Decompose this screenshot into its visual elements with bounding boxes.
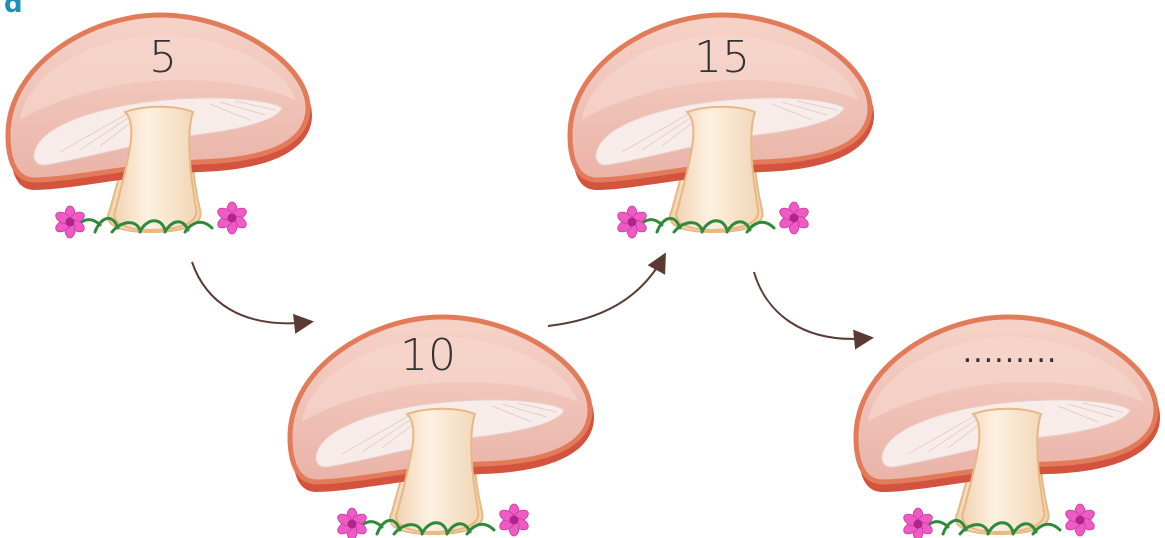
mushroom-2-value: 10 — [400, 330, 456, 381]
arrow-1 — [192, 262, 310, 323]
mushroom-4-blank: ......... — [963, 335, 1058, 370]
mushroom-3-value: 15 — [694, 32, 750, 83]
mushroom-1: 5 — [8, 15, 312, 238]
arrow-3 — [754, 272, 870, 339]
mushroom-2: 10 — [290, 317, 594, 538]
mushroom-3: 15 — [570, 15, 874, 238]
mushroom-4: ......... — [856, 317, 1160, 538]
arrow-2 — [548, 256, 664, 326]
arrows — [192, 256, 870, 339]
corner-label: ɑ — [4, 0, 23, 19]
mushroom-1-value: 5 — [149, 32, 177, 83]
